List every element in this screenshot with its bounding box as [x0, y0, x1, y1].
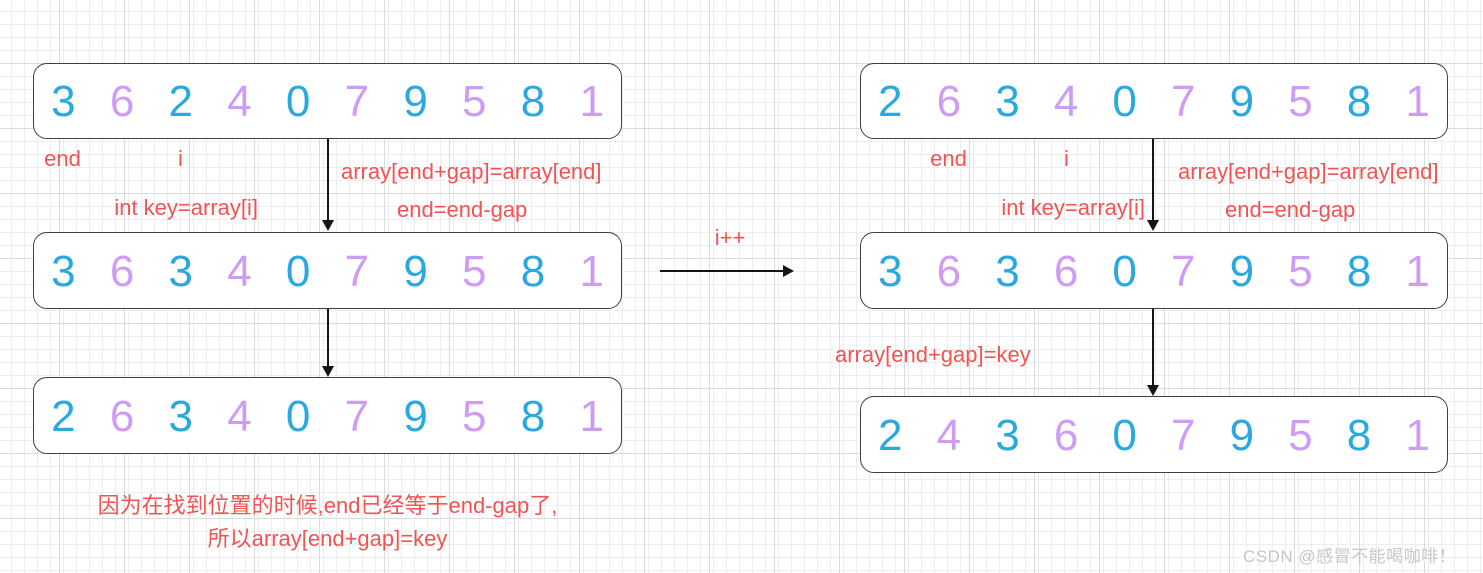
pointer-label-i: i: [178, 146, 183, 171]
annotation-decrement: end=end-gap: [1225, 197, 1356, 222]
array-cell: 6: [936, 246, 962, 296]
array-cell: 6: [1053, 410, 1079, 460]
array-cell: 1: [579, 391, 604, 441]
array-cell: 7: [1171, 77, 1196, 126]
array-right-bottom: 2 4 3 6 0 7 9 5 8 1: [860, 396, 1448, 473]
array-cell: 2: [878, 77, 903, 126]
array-cell: 7: [1171, 410, 1196, 460]
array-cell: 0: [1112, 77, 1137, 126]
array-cell: 6: [109, 77, 135, 126]
array-cell: 0: [1112, 246, 1137, 296]
array-cell: 1: [579, 246, 604, 296]
array-cell: 3: [168, 246, 193, 296]
array-cell: 5: [462, 391, 487, 441]
annotation-key-init: int key=array[i]: [114, 195, 258, 220]
arrow-down-icon: [322, 309, 334, 377]
array-cell: 9: [1229, 410, 1255, 460]
array-cell: 8: [1346, 246, 1372, 296]
array-cell: 5: [1288, 410, 1313, 460]
array-cell: 6: [109, 246, 135, 296]
array-cell: 9: [403, 391, 428, 441]
array-cell: 7: [344, 246, 370, 296]
pointer-label-end: end: [44, 146, 81, 171]
array-cell: 3: [168, 391, 193, 441]
array-cell: 1: [1405, 246, 1430, 296]
array-cell: 6: [109, 391, 135, 441]
array-cell: 1: [1405, 77, 1430, 126]
array-cell: 4: [227, 77, 252, 126]
array-cell: 4: [936, 410, 962, 460]
pointer-label-i: i: [1064, 146, 1069, 171]
array-cell: 1: [579, 77, 604, 126]
array-cell: 8: [520, 77, 546, 126]
array-left-top: 3 6 2 4 0 7 9 5 8 1: [33, 63, 622, 139]
annotation-key-init: int key=array[i]: [1001, 195, 1145, 220]
array-cell: 8: [1346, 77, 1372, 126]
array-left-bottom: 2 6 3 4 0 7 9 5 8 1: [33, 377, 622, 454]
array-cell: 7: [344, 391, 370, 441]
annotation-assign: array[end+gap]=array[end]: [1178, 159, 1439, 184]
array-cell: 3: [51, 77, 76, 126]
array-cell: 3: [995, 410, 1020, 460]
array-cell: 5: [1288, 77, 1313, 126]
array-cell: 9: [1229, 77, 1255, 126]
array-cell: 5: [462, 246, 487, 296]
array-cell: 7: [344, 77, 370, 126]
note-line-2: 所以array[end+gap]=key: [207, 526, 448, 551]
annotation-decrement: end=end-gap: [397, 197, 528, 222]
array-cell: 2: [168, 77, 193, 126]
annotation-assign: array[end+gap]=array[end]: [341, 159, 602, 184]
arrow-down-icon: [1147, 139, 1159, 231]
array-cell: 3: [878, 246, 903, 296]
array-cell: 5: [1288, 246, 1313, 296]
csdn-watermark: CSDN @感冒不能喝咖啡！: [1243, 547, 1457, 566]
array-cell: 2: [878, 410, 903, 460]
array-cell: 3: [995, 77, 1020, 126]
array-cell: 9: [1229, 246, 1255, 296]
array-cell: 0: [285, 246, 311, 296]
array-cell: 0: [1112, 410, 1137, 460]
array-right-top: 2 6 3 4 0 7 9 5 8 1: [860, 63, 1448, 139]
transition-label: i++: [714, 225, 746, 250]
arrow-right-icon: [660, 265, 794, 277]
array-cell: 1: [1405, 410, 1430, 460]
array-cell: 5: [462, 77, 487, 126]
array-left-middle: 3 6 3 4 0 7 9 5 8 1: [33, 232, 622, 309]
arrow-down-icon: [1147, 309, 1159, 396]
array-cell: 8: [1346, 410, 1372, 460]
array-cell: 7: [1171, 246, 1196, 296]
array-cell: 0: [285, 77, 311, 126]
array-cell: 6: [1053, 246, 1079, 296]
array-cell: 9: [403, 246, 428, 296]
array-cell: 0: [285, 391, 311, 441]
arrow-down-icon: [322, 139, 334, 231]
note-line-1: 因为在找到位置的时候,end已经等于end-gap了,: [97, 493, 558, 518]
array-cell: 4: [227, 246, 252, 296]
array-cell: 8: [520, 391, 546, 441]
pointer-label-end: end: [930, 146, 967, 171]
array-cell: 3: [995, 246, 1020, 296]
annotation-final-assign: array[end+gap]=key: [835, 342, 1031, 367]
array-right-middle: 3 6 3 6 0 7 9 5 8 1: [860, 232, 1448, 309]
array-cell: 6: [936, 77, 962, 126]
array-cell: 2: [51, 391, 76, 441]
array-cell: 4: [227, 391, 252, 441]
array-cell: 4: [1053, 77, 1079, 126]
array-cell: 3: [51, 246, 76, 296]
array-cell: 9: [403, 77, 428, 126]
array-cell: 8: [520, 246, 546, 296]
